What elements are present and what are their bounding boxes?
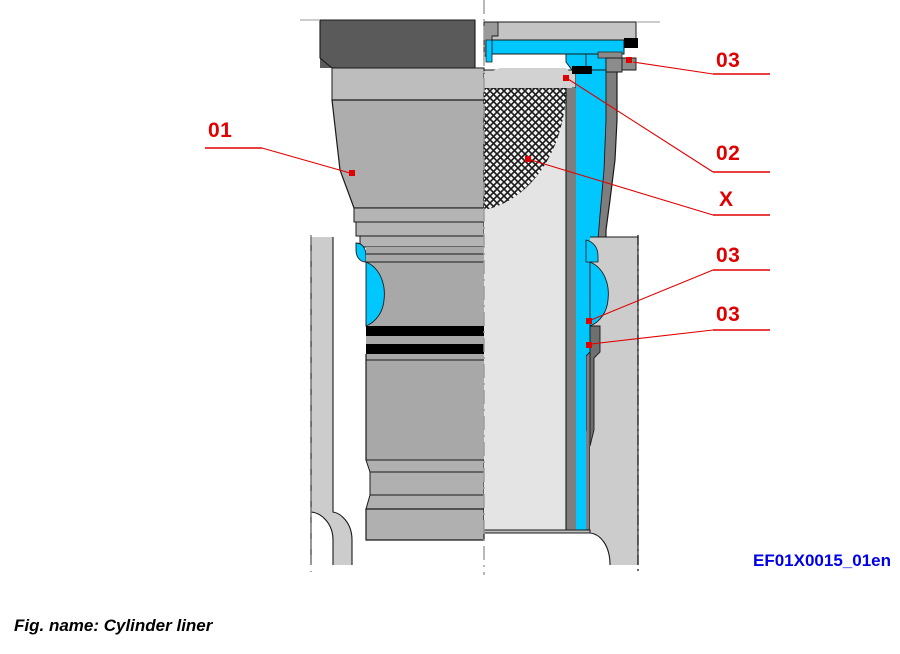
callout-03-low-anchor-dot <box>586 342 592 348</box>
o-ring-seal-upper <box>366 326 484 336</box>
liner-lower-skirt <box>365 508 485 541</box>
figure-caption: Fig. name: Cylinder liner <box>14 616 213 635</box>
callout-02-label: 02 <box>716 142 741 165</box>
liner-collar-band <box>331 67 485 101</box>
callout-02-leader <box>567 78 714 173</box>
right-half-section <box>483 21 639 566</box>
seal-flange-top-right <box>624 38 638 48</box>
callout-03-mid-label: 03 <box>716 244 741 267</box>
liner-cone-section <box>331 99 485 209</box>
callout-01-leader <box>261 147 351 174</box>
liner-lower-step-3 <box>365 494 485 510</box>
liner-step-band-2 <box>355 221 485 237</box>
callout-x-leader <box>530 159 714 216</box>
callout-03-top-leader <box>632 61 714 75</box>
liner-inner-wall-strip <box>566 88 576 530</box>
callout-01-anchor-dot <box>349 170 355 176</box>
liner-shank-lower <box>366 354 484 460</box>
flange-top-deck <box>483 21 637 41</box>
callout-x-anchor-dot <box>525 156 531 162</box>
callout-x-label: X <box>719 188 734 211</box>
liner-top-flange-outline <box>319 19 476 69</box>
callout-leaders <box>205 57 770 348</box>
callout-01-label: 01 <box>208 119 233 142</box>
callout-03-mid-anchor-dot <box>586 318 592 324</box>
seal-under-collar <box>572 66 592 74</box>
callout-02-anchor-dot <box>563 75 569 81</box>
left-half-elevation <box>310 19 485 565</box>
block-left-relief-edge <box>310 511 334 565</box>
coolant-fillet-right-upper <box>585 239 599 263</box>
o-ring-groove-land <box>366 336 484 344</box>
flange-right-boss <box>605 57 623 73</box>
coolant-bore-core <box>576 70 586 530</box>
liner-step-band-1 <box>353 207 485 223</box>
block-left-inner-edge <box>332 237 353 565</box>
liner-lower-step-1 <box>365 459 485 473</box>
callout-03-top-label: 03 <box>716 49 741 72</box>
o-ring-seal-lower <box>366 344 484 354</box>
block-right-slab <box>590 237 638 565</box>
seal-retainer-cap <box>597 51 623 59</box>
liner-bottom-edge <box>483 529 591 534</box>
coolant-pocket-left <box>365 261 385 327</box>
callout-03-mid-leader <box>590 269 714 321</box>
callout-03-low-label: 03 <box>716 303 741 326</box>
liner-lower-step-2 <box>369 471 485 496</box>
callout-03-low-leader <box>590 329 714 345</box>
coolant-leg-left <box>485 39 493 63</box>
liner-od-band-lower <box>589 325 601 447</box>
liner-shank-upper <box>366 247 484 330</box>
figure-id: EF01X0015_01en <box>753 551 891 570</box>
coolant-pocket-right <box>589 261 609 327</box>
block-left-slab <box>311 237 352 565</box>
callout-03-top-anchor-dot <box>626 57 632 63</box>
block-right-relief-edge <box>589 532 611 566</box>
block-left-relief-void <box>311 512 333 565</box>
section-collar-fill <box>484 68 572 88</box>
liner-step-band-3 <box>359 235 485 248</box>
